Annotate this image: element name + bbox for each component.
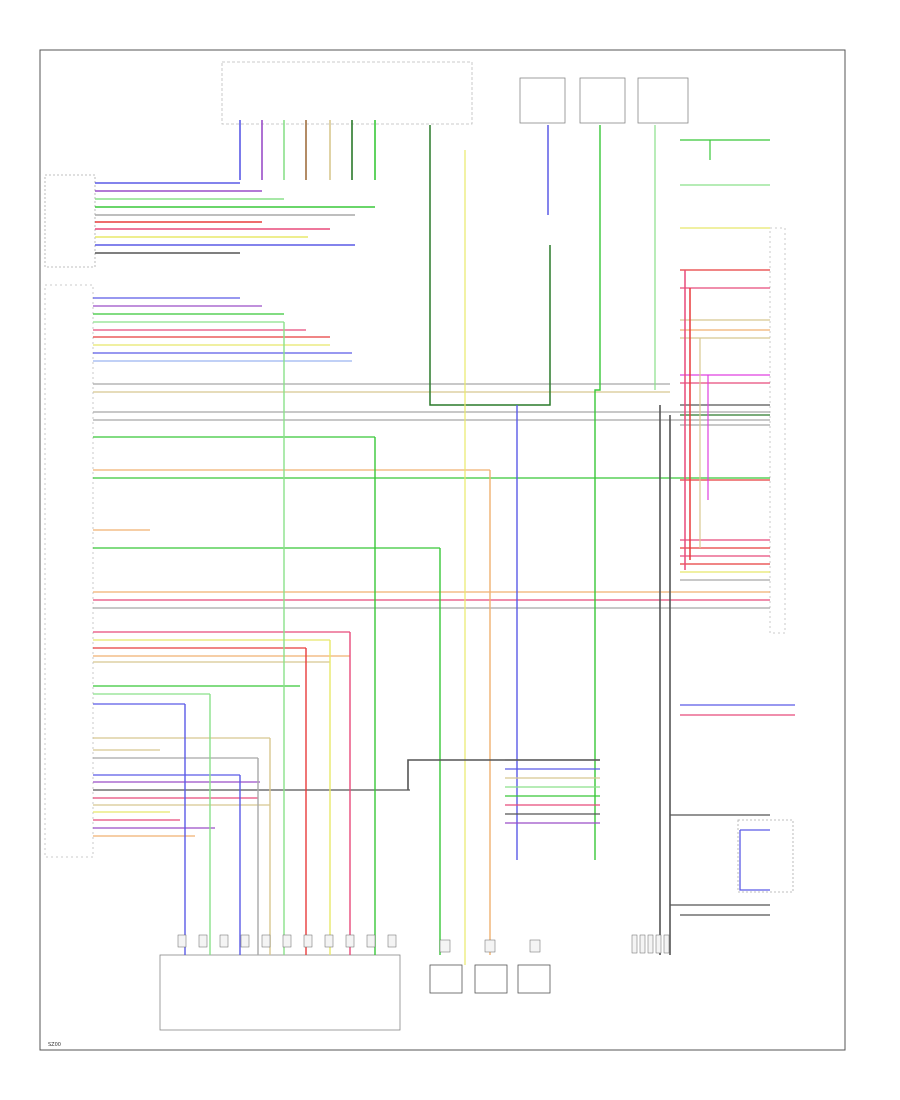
harness-pin bbox=[631, 934, 638, 954]
top-fuse-block bbox=[221, 61, 473, 125]
relay-wire bbox=[429, 125, 551, 406]
solenoid-pin bbox=[529, 939, 541, 953]
ecu-bottom-pin bbox=[366, 934, 376, 948]
ecu-bottom-pin bbox=[324, 934, 334, 948]
right-module-block bbox=[769, 227, 786, 634]
harness-pin bbox=[655, 934, 662, 954]
solenoid-box-1 bbox=[429, 964, 463, 994]
relay-wire bbox=[594, 125, 601, 860]
solenoid-pin bbox=[439, 939, 451, 953]
shift-switch-block bbox=[44, 174, 96, 268]
ecu-bottom-pin bbox=[219, 934, 229, 948]
bottom-connector-strip bbox=[159, 954, 401, 1031]
harness-pin bbox=[639, 934, 646, 954]
ecu-bottom-pin bbox=[345, 934, 355, 948]
solenoid-pin bbox=[484, 939, 496, 953]
diagram-frame bbox=[39, 49, 846, 1051]
ecu-bottom-pin bbox=[387, 934, 397, 948]
diagram-code: SZ00 bbox=[48, 1042, 61, 1048]
sensor-wire bbox=[407, 759, 600, 790]
ecu-bottom-pin bbox=[303, 934, 313, 948]
solenoid-box-3 bbox=[517, 964, 551, 994]
right-lower-module bbox=[737, 819, 794, 893]
ecu-bottom-pin bbox=[177, 934, 187, 948]
connector-pins-group bbox=[177, 934, 670, 954]
harness-pin bbox=[663, 934, 670, 954]
ecu-bottom-pin bbox=[261, 934, 271, 948]
ecu-bottom-pin bbox=[240, 934, 250, 948]
relay-box-1 bbox=[519, 77, 566, 124]
relay-box-3 bbox=[637, 77, 689, 124]
ecu-bottom-pin bbox=[198, 934, 208, 948]
tcm-connector-block bbox=[44, 284, 94, 858]
wires-group bbox=[93, 120, 795, 965]
solenoid-box-2 bbox=[474, 964, 508, 994]
lower-wire bbox=[739, 830, 770, 891]
ecu-bottom-pin bbox=[282, 934, 292, 948]
harness-pin bbox=[647, 934, 654, 954]
relay-box-2 bbox=[579, 77, 626, 124]
